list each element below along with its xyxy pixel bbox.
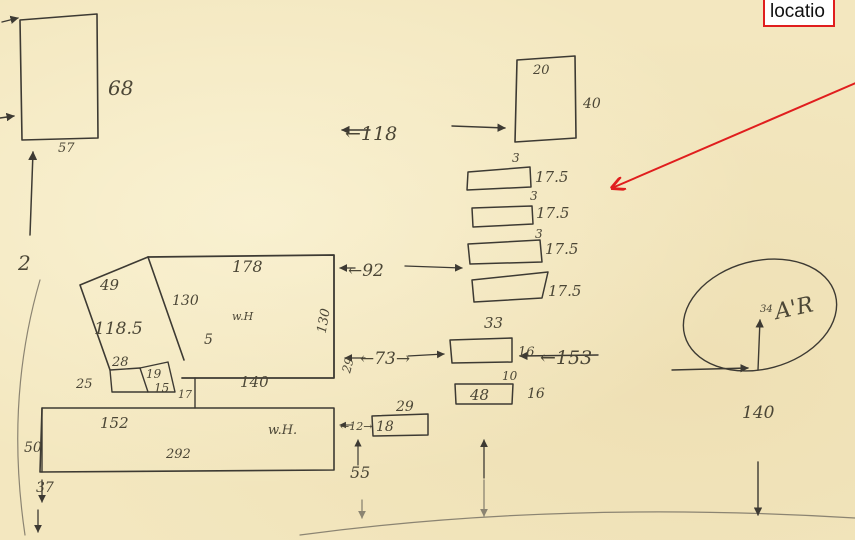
label-17-5c: 17.5: [545, 240, 578, 258]
label-130b: 130: [315, 307, 334, 334]
label-wh-2: w.H.: [268, 423, 297, 438]
label-57: 57: [58, 141, 75, 156]
label-wh-1: w.H: [232, 310, 254, 323]
label-25: 25: [75, 377, 93, 392]
left-wing: [79, 256, 149, 371]
arrow-to-ar: [671, 364, 749, 373]
label-3a: 3: [512, 151, 520, 165]
rect-20x40: [514, 55, 577, 143]
label-34: 34: [760, 304, 773, 315]
label-140a: 140: [240, 373, 269, 391]
callout-arrow: [612, 82, 855, 188]
left-edge-arrow: [0, 112, 15, 122]
label-140b: 140: [742, 403, 775, 423]
lower-rooms: [39, 407, 335, 473]
label-12: ←12→: [340, 420, 372, 433]
location-callout: locatio: [763, 0, 835, 27]
label-92: ←92: [348, 261, 384, 281]
label-49: 49: [99, 276, 120, 294]
label-130a: 130: [172, 293, 199, 309]
vertical-arrow-2: [28, 151, 38, 236]
label-118: ←118: [345, 123, 397, 145]
label-292: 292: [165, 447, 191, 462]
label-37: 37: [36, 480, 54, 496]
arrow-73-right: [407, 350, 445, 359]
label-5: 5: [204, 332, 213, 348]
label-33: 33: [484, 314, 503, 332]
label-28: 28: [111, 355, 129, 370]
small-room-19: [139, 361, 176, 393]
label-16b: 16: [527, 386, 545, 402]
label-3c: 3: [535, 227, 543, 241]
rect-29x18: [371, 413, 429, 437]
label-29b: 29: [395, 399, 414, 415]
label-20: 20: [532, 63, 550, 78]
label-10: 10: [502, 369, 518, 383]
label-17-5d: 17.5: [548, 282, 581, 300]
label-55: 55: [350, 463, 370, 482]
label-73: ←73→: [360, 349, 410, 369]
label-ar: A'R: [771, 292, 816, 325]
label-19: 19: [146, 367, 162, 381]
label-50: 50: [24, 440, 42, 456]
label-16a: 16: [518, 345, 535, 360]
room-diag-wall: [147, 256, 185, 361]
label-2: 2: [17, 251, 31, 275]
label-48: 48: [469, 386, 489, 404]
piece-1: [466, 166, 532, 191]
piece-2: [471, 205, 534, 228]
label-152: 152: [100, 414, 129, 432]
arrow-92-right: [404, 263, 463, 272]
piece-5: [449, 337, 513, 364]
arrow-ar-up: [755, 319, 764, 371]
label-29a: 29: [339, 356, 357, 376]
small-room-28: [109, 367, 149, 393]
top-left-rect: [19, 13, 99, 141]
arrow-118-right: [451, 123, 506, 132]
bottom-arc: [299, 511, 855, 536]
label-17: 17: [178, 388, 192, 401]
label-17-5a: 17.5: [535, 168, 568, 186]
label-68: 68: [108, 76, 133, 100]
arrow-153: [519, 351, 599, 361]
piece-3: [467, 239, 543, 265]
label-118-5: 118.5: [94, 319, 143, 339]
label-15: 15: [154, 381, 169, 395]
left-arc: [17, 279, 41, 536]
label-178: 178: [232, 257, 263, 276]
label-3b: 3: [530, 189, 538, 203]
label-40: 40: [582, 96, 601, 112]
main-room: [147, 254, 335, 379]
label-18: 18: [376, 419, 394, 435]
top-left-arrow: [1, 15, 19, 24]
label-17-5b: 17.5: [536, 204, 569, 222]
piece-6: [454, 383, 514, 405]
ar-ellipse: [682, 258, 838, 372]
lower-divider: [41, 377, 196, 473]
piece-4: [471, 271, 549, 303]
label-153: ←153: [540, 347, 592, 369]
